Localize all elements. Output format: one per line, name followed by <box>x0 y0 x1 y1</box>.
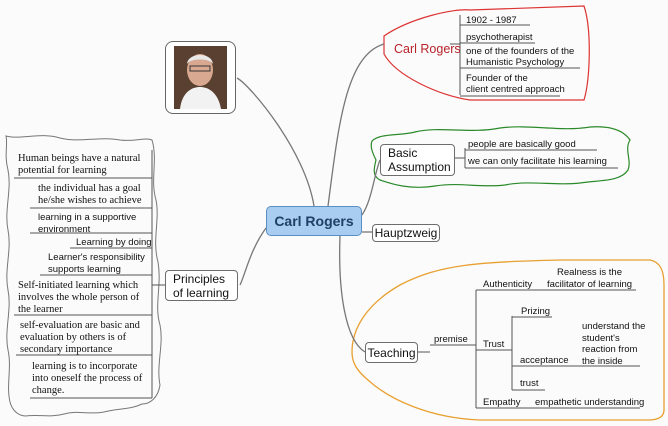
principles-topic[interactable]: Principles of learning <box>165 270 238 301</box>
acceptance-label: acceptance <box>520 355 569 366</box>
principles-line1: Principles <box>173 271 226 286</box>
carl-rogers-boundary <box>383 5 590 101</box>
person-portrait-icon <box>174 46 227 109</box>
assumption-item-good: people are basically good <box>468 139 576 150</box>
fact-profession: psychotherapist <box>466 32 533 43</box>
basic-assumption-topic[interactable]: Basic Assumption <box>380 144 455 176</box>
assumption-boundary <box>370 126 631 188</box>
teaching-topic[interactable]: Teaching <box>365 342 418 363</box>
trust-sub-label: trust <box>520 378 539 389</box>
basic-assumption-line2: Assumption <box>388 160 451 174</box>
fact-client-line2: client centred approach <box>466 84 565 95</box>
hauptzweig-topic[interactable]: Hauptzweig <box>372 224 440 242</box>
fact-founder-line1: one of the founders of the <box>466 46 575 57</box>
portrait-image <box>165 41 236 114</box>
basic-assumption-line1: Basic <box>388 146 418 160</box>
carl-rogers-topic[interactable]: Carl Rogers <box>394 42 461 56</box>
teaching-boundary <box>351 259 665 421</box>
principle-item: Learning by doing <box>76 237 152 248</box>
trust-label: Trust <box>483 339 505 350</box>
empathy-label: Empathy <box>483 397 521 408</box>
empathetic-label: empathetic understanding <box>535 397 645 408</box>
principles-boundary <box>5 135 162 417</box>
principles-line2: of learning <box>173 285 230 300</box>
fact-founder-line2: Humanistic Psychology <box>466 57 565 68</box>
assumption-item-facilitate: we can only facilitate his learning <box>468 156 607 167</box>
fact-years: 1902 - 1987 <box>466 15 517 26</box>
premise-label: premise <box>434 334 468 345</box>
authenticity-label: Authenticity <box>483 279 533 290</box>
central-topic[interactable]: Carl Rogers <box>266 206 362 236</box>
fact-client-line1: Founder of the <box>466 73 528 84</box>
prizing-label: Prizing <box>521 306 551 317</box>
